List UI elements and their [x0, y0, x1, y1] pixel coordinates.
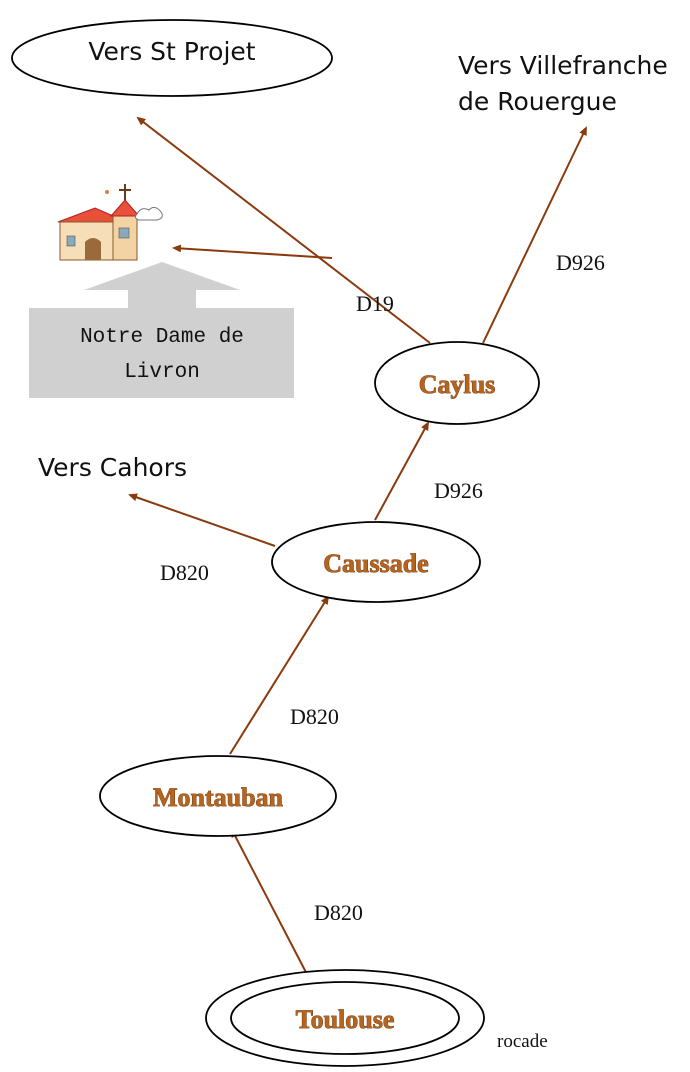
- edge-caylus-villefranche: [482, 126, 587, 344]
- rocade-label: rocade: [497, 1031, 548, 1052]
- edge-caussade-caylus: [374, 421, 429, 521]
- road-label-d820-montauban: D820: [290, 704, 339, 729]
- cahors-label: Vers Cahors: [38, 453, 187, 482]
- villefranche-label-line1: Vers Villefranche: [458, 51, 668, 80]
- caussade-oval: [271, 521, 481, 603]
- road-label-d926-upper: D926: [556, 250, 605, 275]
- edge-caussade-cahors: [128, 493, 276, 547]
- edge-montauban-caussade: [229, 595, 330, 755]
- st-projet-oval: [11, 19, 333, 97]
- church-icon: [57, 184, 163, 261]
- road-label-d19: D19: [356, 291, 394, 316]
- caussade-label: Caussade: [323, 549, 428, 578]
- edge-caylus-st-projet: [136, 116, 431, 344]
- toulouse-label: Toulouse: [296, 1005, 395, 1034]
- livron-label-line2: Livron: [124, 361, 200, 384]
- road-label-d820-toulouse: D820: [314, 900, 363, 925]
- toulouse-inner-oval: [230, 981, 460, 1055]
- st-projet-label: Vers St Projet: [88, 37, 255, 66]
- caylus-oval: [374, 341, 540, 425]
- caylus-label: Caylus: [419, 370, 496, 399]
- montauban-label: Montauban: [153, 783, 284, 812]
- villefranche-label-line2: de Rouergue: [458, 87, 617, 116]
- livron-label-line1: Notre Dame de: [80, 326, 244, 349]
- road-label-d926-lower: D926: [434, 478, 483, 503]
- livron-arrow-box: [29, 262, 294, 398]
- edge-to-livron: [172, 244, 333, 259]
- montauban-oval: [99, 755, 337, 837]
- road-label-d820-cahors: D820: [160, 560, 209, 585]
- edge-toulouse-montauban: [231, 828, 311, 981]
